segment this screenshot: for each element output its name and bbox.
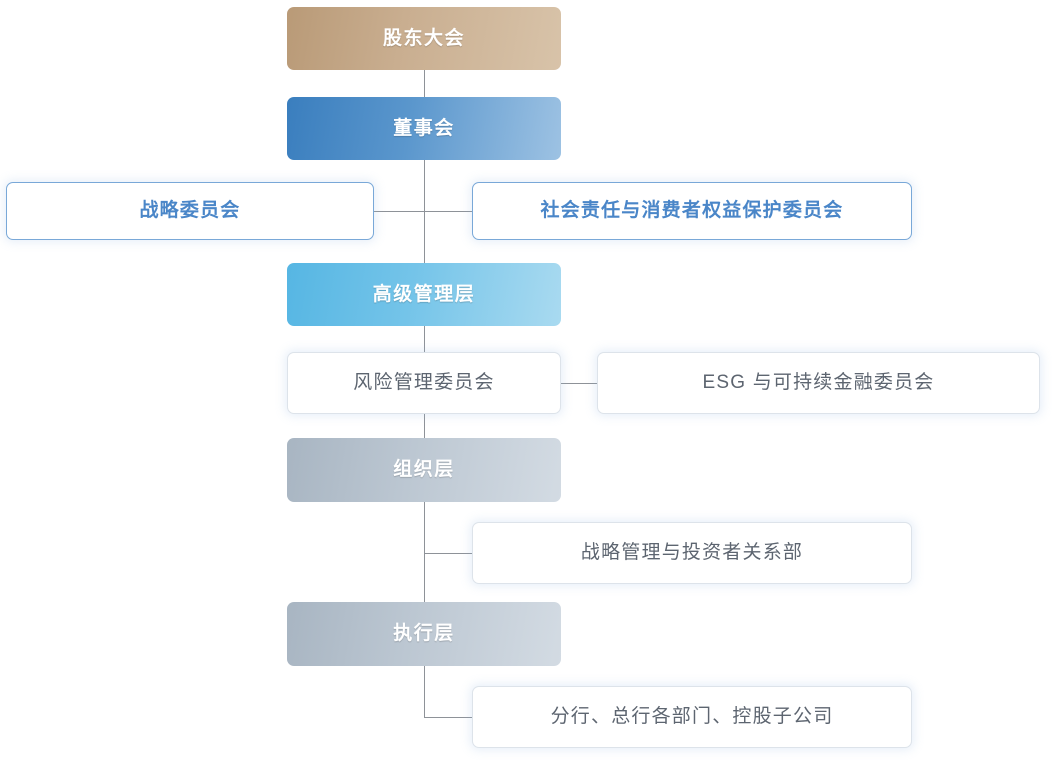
node-strategy-committee[interactable]: 战略委员会 — [6, 182, 374, 240]
node-label-board-of-directors: 董事会 — [393, 117, 455, 139]
node-risk-management-committee[interactable]: 风险管理委员会 — [287, 352, 561, 414]
node-label-execution-layer: 执行层 — [393, 623, 455, 645]
node-senior-management[interactable]: 高级管理层 — [287, 263, 561, 326]
node-label-organization-layer: 组织层 — [393, 459, 455, 481]
connector-risk-committee-to-organization-layer — [424, 414, 425, 438]
node-label-strategy-management-ir-department: 战略管理与投资者关系部 — [580, 542, 804, 564]
node-organization-layer[interactable]: 组织层 — [287, 438, 561, 502]
connector-committee-row-to-senior-management — [424, 211, 425, 263]
node-strategy-management-ir-department[interactable]: 战略管理与投资者关系部 — [472, 522, 912, 584]
node-label-strategy-committee: 战略委员会 — [139, 200, 241, 222]
node-shareholders-meeting[interactable]: 股东大会 — [287, 7, 561, 70]
node-social-responsibility-committee[interactable]: 社会责任与消费者权益保护委员会 — [472, 182, 912, 240]
connector-branch-branches-departments-subsidiaries — [424, 717, 472, 718]
connector-board-to-committee-row — [424, 160, 425, 211]
connector-branch-strategy-committee — [374, 211, 424, 212]
connector-senior-management-to-risk-committee — [424, 326, 425, 352]
node-label-esg-sustainable-finance-committee: ESG 与可持续金融委员会 — [702, 372, 935, 394]
node-label-branches-departments-subsidiaries: 分行、总行各部门、控股子公司 — [550, 706, 834, 728]
node-label-senior-management: 高级管理层 — [372, 283, 476, 305]
connector-risk-committee-to-esg-committee — [561, 383, 597, 384]
connector-branch-strategy-management-ir-department — [424, 553, 472, 554]
node-label-social-responsibility-committee: 社会责任与消费者权益保护委员会 — [540, 200, 844, 222]
connector-execution-layer-to-branches — [424, 666, 425, 717]
node-label-shareholders-meeting: 股东大会 — [382, 27, 465, 49]
node-esg-sustainable-finance-committee[interactable]: ESG 与可持续金融委员会 — [597, 352, 1040, 414]
connector-shareholders-to-board — [424, 70, 425, 97]
node-board-of-directors[interactable]: 董事会 — [287, 97, 561, 160]
connector-branch-social-committee — [424, 211, 472, 212]
node-execution-layer[interactable]: 执行层 — [287, 602, 561, 666]
connector-organization-layer-to-execution-layer — [424, 502, 425, 602]
node-label-risk-management-committee: 风险管理委员会 — [353, 372, 495, 394]
node-branches-departments-subsidiaries[interactable]: 分行、总行各部门、控股子公司 — [472, 686, 912, 748]
